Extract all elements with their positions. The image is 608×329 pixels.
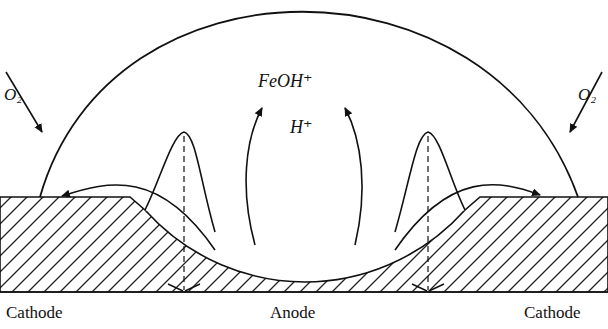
cathode-label: Cathode xyxy=(524,304,581,323)
cathode-label: Cathode xyxy=(6,304,63,323)
current-arrow xyxy=(62,185,215,250)
species-label: FeOH⁺ xyxy=(258,72,312,92)
rust-mound xyxy=(145,132,215,232)
ion-arrow xyxy=(246,108,262,245)
water-droplet xyxy=(40,12,578,197)
metal-region xyxy=(0,197,608,292)
rust-mound xyxy=(395,132,465,232)
ion-arrow xyxy=(345,108,362,245)
species-label: O₂ xyxy=(578,86,596,105)
species-label: H⁺ xyxy=(290,118,313,138)
current-arrow xyxy=(395,185,540,250)
anode-label: Anode xyxy=(270,304,315,323)
species-label: O₂ xyxy=(4,86,22,105)
